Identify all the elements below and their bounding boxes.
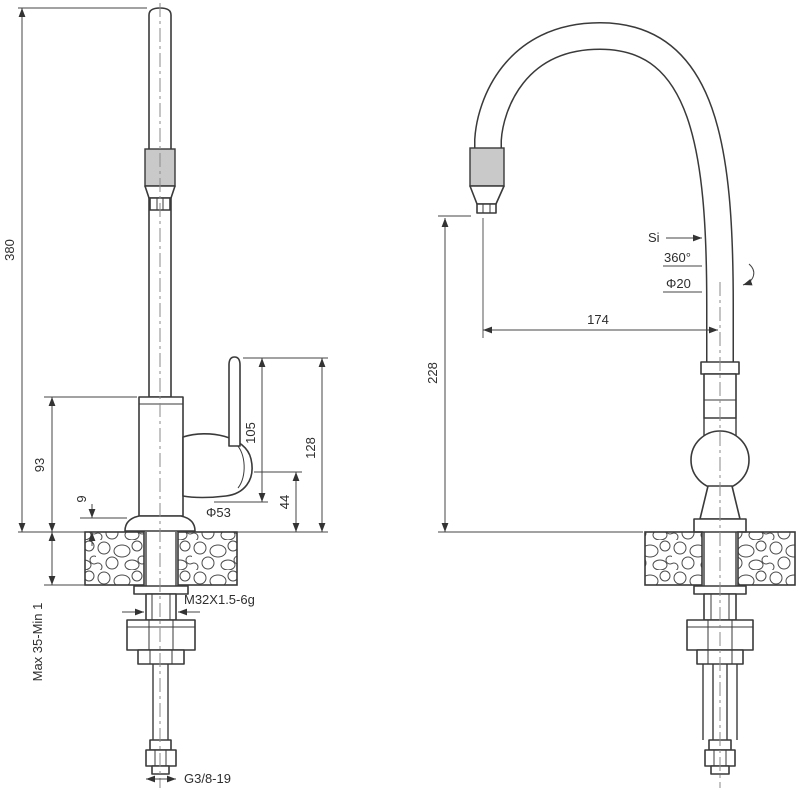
dim-total-height: 380 <box>2 7 26 532</box>
side-spray-head-taper <box>469 185 505 205</box>
dim-label-spout-diameter: Φ20 <box>666 276 691 291</box>
dim-label-base-collar: 9 <box>74 495 89 502</box>
side-view <box>469 21 796 788</box>
front-hose-fitting <box>145 739 177 775</box>
front-body-column <box>138 396 184 517</box>
side-countertop <box>644 531 796 586</box>
front-thread-shank <box>145 593 177 621</box>
rotation-arrow-icon <box>742 263 755 286</box>
dim-label-outlet-height-front: 44 <box>277 495 292 509</box>
dim-base-collar: 9 <box>74 495 96 546</box>
front-under-mount <box>126 585 196 665</box>
side-supply-hoses <box>702 664 738 740</box>
dim-spout-reach: 174 <box>483 312 718 334</box>
dim-lever-to-outlet: 105 <box>243 358 266 502</box>
front-supply-hose <box>152 664 169 740</box>
dim-hose-thread: G3/8-19 <box>146 771 231 786</box>
dim-label-hose-thread: G3/8-19 <box>184 771 231 786</box>
dim-swivel-angle: 360° <box>663 250 755 286</box>
dim-outlet-height-front: 44 <box>277 472 300 532</box>
front-flange <box>137 649 185 665</box>
dim-label-surface: Si <box>648 230 660 245</box>
side-spray-head-aerator <box>476 203 497 214</box>
dim-spout-diameter: Φ20 <box>663 276 702 293</box>
dim-label-lever-to-outlet: 105 <box>243 422 258 444</box>
front-view <box>84 3 253 788</box>
front-deck-right <box>177 531 238 586</box>
front-handle-lever <box>228 356 241 447</box>
dim-label-base-diameter: Φ53 <box>206 505 231 520</box>
dim-label-mount-thread: M32X1.5-6g <box>184 592 255 607</box>
front-body <box>124 356 253 532</box>
dim-body-height: 93 <box>32 397 56 532</box>
dim-label-deck-thickness: Max 35-Min 1 <box>30 603 45 682</box>
front-deck-left <box>84 531 145 586</box>
dim-label-swivel-angle: 360° <box>664 250 691 265</box>
side-deck-left <box>644 531 703 586</box>
side-spray-head-grip <box>469 147 505 187</box>
front-washer <box>133 585 189 595</box>
dim-label-lever-height: 128 <box>303 437 318 459</box>
front-countertop <box>84 531 238 586</box>
side-gooseneck-inner <box>475 23 733 370</box>
front-handle-housing <box>182 433 253 499</box>
dim-label-total-height: 380 <box>2 239 17 261</box>
dim-outlet-height-side: 228 <box>425 218 449 532</box>
dim-label-outlet-height-side: 228 <box>425 362 440 384</box>
dim-label-body-height: 93 <box>32 458 47 472</box>
side-spray-head <box>469 147 505 214</box>
dim-surface-marker: Si <box>648 230 702 245</box>
side-dimensions: Si 360° Φ20 174 228 <box>425 215 755 533</box>
front-dimensions: 380 93 9 Max 35-Min 1 105 44 <box>2 7 328 786</box>
front-hose-nut <box>145 749 177 767</box>
dim-deck-thickness: Max 35-Min 1 <box>30 532 56 682</box>
side-deck-right <box>737 531 796 586</box>
front-mount-nut <box>126 619 196 651</box>
dim-label-spout-reach: 174 <box>587 312 609 327</box>
dim-lever-height: 128 <box>303 358 326 532</box>
dim-mount-thread: M32X1.5-6g <box>122 592 255 616</box>
